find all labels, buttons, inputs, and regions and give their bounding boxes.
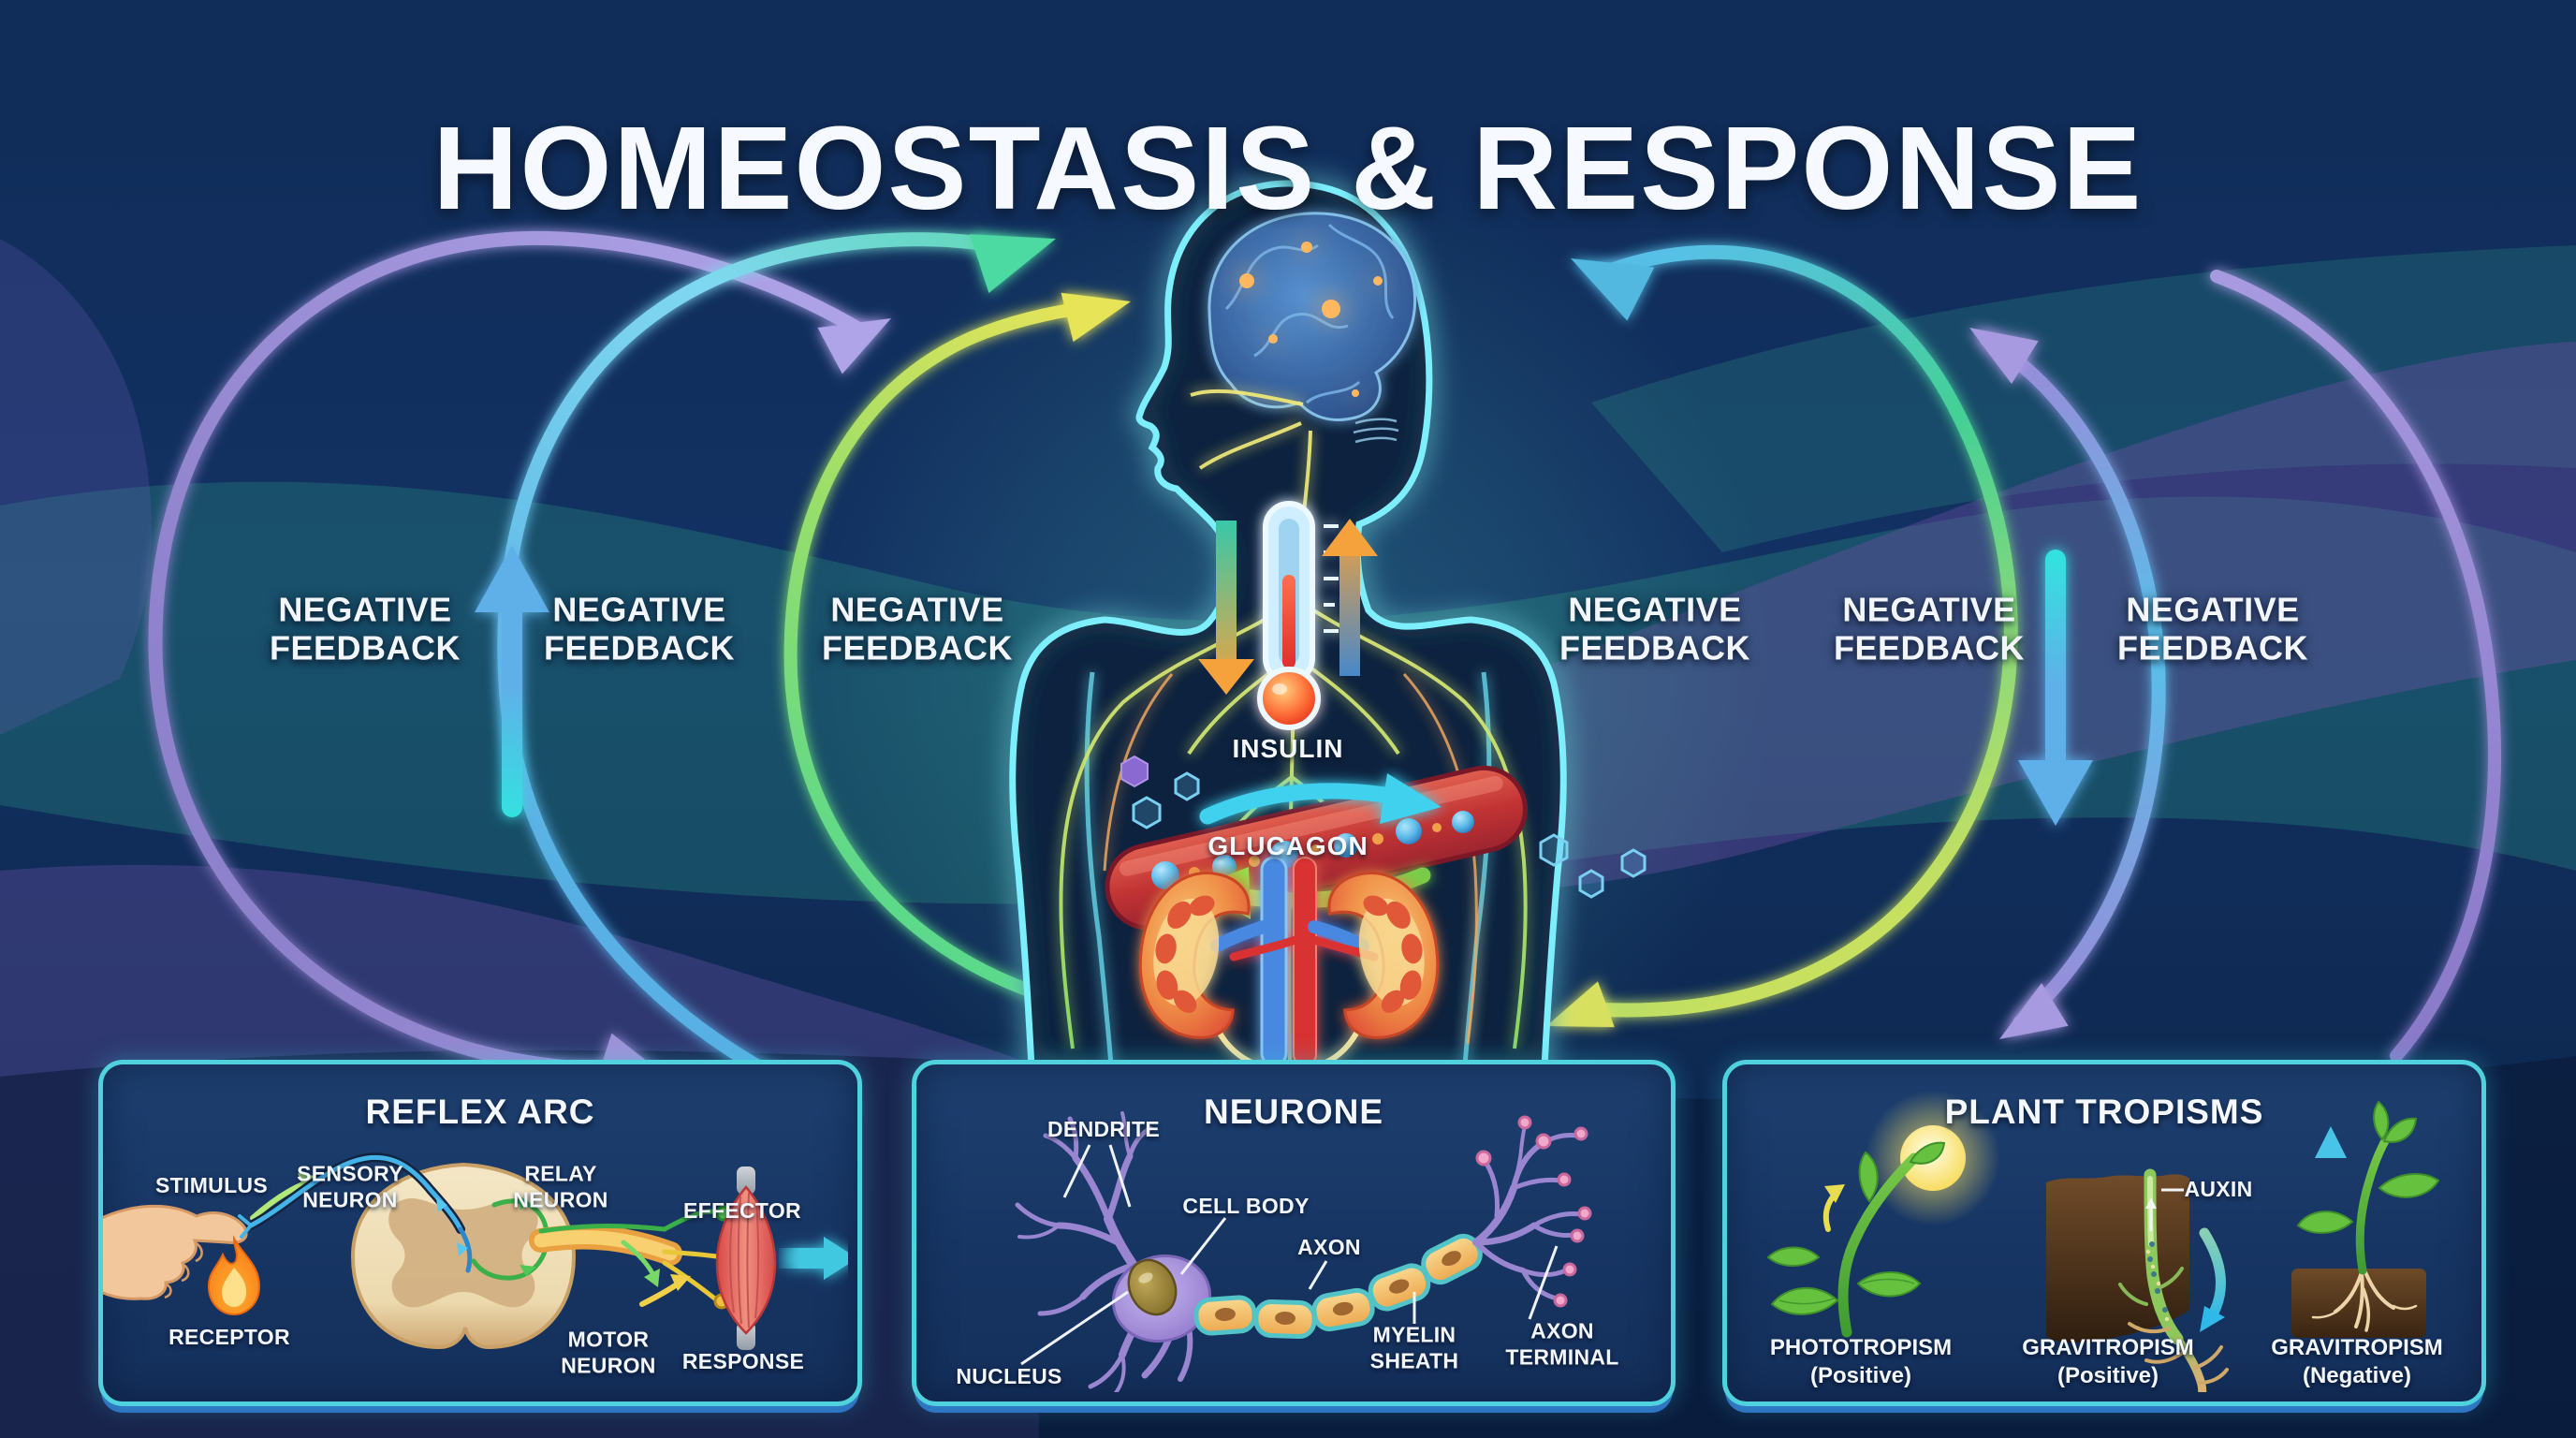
neuron-cell-icon: [1111, 1254, 1212, 1343]
temperature-up-arrow: [1322, 519, 1378, 676]
page-title: HOMEOSTASIS & RESPONSE: [432, 102, 2144, 235]
cell-body-label: CELL BODY: [1182, 1194, 1310, 1219]
feedback-arcs: [148, 230, 2501, 1117]
feedback-up-arrow: [475, 546, 549, 817]
gravitropism-down-arrow: [2199, 1227, 2226, 1332]
phototropism-arrow: [1822, 1184, 1845, 1232]
phototropism-plant-icon: [1766, 1141, 1946, 1338]
negative-feedback-label-1: NEGATIVE FEEDBACK: [269, 590, 461, 668]
nucleus-icon: [1127, 1258, 1178, 1316]
gravitropism-positive-sign: (Positive): [2056, 1363, 2159, 1388]
feedback-arc-left-outer: [148, 230, 867, 1077]
relay-nerve-path: [471, 1196, 549, 1281]
phototropism-label: PHOTOTROPISM (Positive): [1770, 1334, 1952, 1390]
arc-arrowheads: [596, 234, 2069, 1080]
dendrite-label: DENDRITE: [1047, 1117, 1160, 1142]
myelin-segment: [1253, 1299, 1317, 1340]
reflex-arc-panel: REFLEX ARC STIMULUS SENSORY NEURON RELAY…: [98, 1060, 862, 1406]
neurone-illustration: [1015, 1111, 1592, 1392]
relay-neuron-label: RELAY NEURON: [513, 1161, 608, 1211]
gravitropism-positive-label: GRAVITROPISM (Positive): [2022, 1334, 2194, 1390]
brain-activity-glow: [1239, 242, 1383, 397]
negative-growth-up-arrow: [2315, 1126, 2347, 1205]
muscle-icon: [715, 1167, 777, 1350]
stimulus-label: STIMULUS: [155, 1173, 268, 1198]
right-kidney: [1327, 872, 1440, 1039]
axon-terminal-label: AXON TERMINAL: [1505, 1318, 1619, 1369]
feedback-arc-left-inner: [783, 301, 1104, 999]
thermometer-icon: [1257, 501, 1339, 730]
hand-icon: [103, 1204, 248, 1300]
myelin-segment: [1193, 1295, 1257, 1336]
plant-tropisms-panel: PLANT TROPISMS AUXIN PHOTOTROPISM (Posit…: [1722, 1060, 2486, 1406]
receptor-label: RECEPTOR: [168, 1325, 290, 1350]
glucagon-label: GLUCAGON: [1208, 831, 1368, 860]
gravitropism-negative-label: GRAVITROPISM (Negative): [2271, 1334, 2443, 1390]
arm-nerve-highlights: [1103, 672, 1478, 1045]
spinal-cord-icon: [350, 1162, 577, 1350]
motor-neuron-label: MOTOR NEURON: [561, 1327, 656, 1377]
myelin-sheath-label: MYELIN SHEATH: [1369, 1322, 1459, 1372]
negative-feedback-label-6: NEGATIVE FEEDBACK: [2116, 590, 2308, 668]
feedback-arc-right-outer: [2210, 270, 2501, 1063]
cerebellum-lines: [1353, 418, 1399, 444]
reflex-arc-title: REFLEX ARC: [365, 1093, 595, 1131]
insulin-arrow: [1199, 773, 1442, 825]
negative-feedback-label-3: NEGATIVE FEEDBACK: [821, 590, 1013, 668]
relay-to-motor-arrow: [621, 1240, 660, 1287]
response-arrow: [779, 1237, 848, 1280]
soil-block: [2291, 1269, 2426, 1338]
auxin-flow-icon: [2145, 1197, 2170, 1322]
motor-direction-arrow: [639, 1274, 691, 1307]
negative-feedback-label-4: NEGATIVE FEEDBACK: [1559, 590, 1750, 668]
arm-separation-lines: [1084, 671, 1492, 1066]
myelin-segment: [1421, 1233, 1483, 1285]
myelin-sheath-segments: [1193, 1233, 1483, 1340]
auxin-label: AUXIN: [2184, 1177, 2253, 1202]
flame-icon: [207, 1235, 261, 1316]
feedback-arc-left-middle: [497, 232, 1020, 1117]
phototropism-sign: (Positive): [1809, 1363, 1912, 1388]
gravitropism-positive-name: GRAVITROPISM: [2022, 1335, 2194, 1360]
gravitropism-negative-plant-icon: [2291, 1100, 2440, 1338]
insulin-label: INSULIN: [1232, 734, 1344, 763]
feedback-down-arrow: [2018, 550, 2093, 826]
feedback-arc-right-inner: [1584, 244, 2018, 1018]
temperature-down-arrow: [1198, 521, 1254, 695]
nucleus-label: NUCLEUS: [956, 1364, 1062, 1389]
neurone-panel: NEURONE DENDRITE CELL BODY AXON NUCLEUS …: [912, 1060, 1676, 1406]
axon-terminal-branches: [1472, 1115, 1592, 1308]
myelin-segment: [1311, 1287, 1375, 1332]
phototropism-name: PHOTOTROPISM: [1769, 1335, 1953, 1360]
plant-tropisms-illustration: [1766, 1091, 2440, 1392]
feedback-arc-right-middle: [1979, 331, 2166, 1030]
left-kidney: [1138, 872, 1251, 1039]
negative-feedback-label-2: NEGATIVE FEEDBACK: [543, 590, 735, 668]
gravitropism-positive-icon: [2046, 1168, 2229, 1392]
neurone-title: NEURONE: [1203, 1093, 1384, 1131]
brain-icon: [1208, 212, 1417, 444]
sensory-nerve-path: [238, 1152, 473, 1273]
axon-label: AXON: [1297, 1235, 1361, 1260]
gravitropism-negative-sign: (Negative): [2302, 1363, 2412, 1388]
response-label: RESPONSE: [681, 1349, 805, 1374]
glucose-molecules: [1120, 755, 1647, 899]
plant-tropisms-title: PLANT TROPISMS: [1944, 1093, 2264, 1131]
gravitropism-negative-name: GRAVITROPISM: [2271, 1335, 2443, 1360]
effector-label: EFFECTOR: [683, 1198, 801, 1224]
pointer-lines: [1020, 1144, 1559, 1366]
sensory-neuron-label: SENSORY NEURON: [297, 1161, 403, 1211]
negative-feedback-label-5: NEGATIVE FEEDBACK: [1833, 590, 2025, 668]
reflex-arc-illustration: [103, 1152, 848, 1350]
